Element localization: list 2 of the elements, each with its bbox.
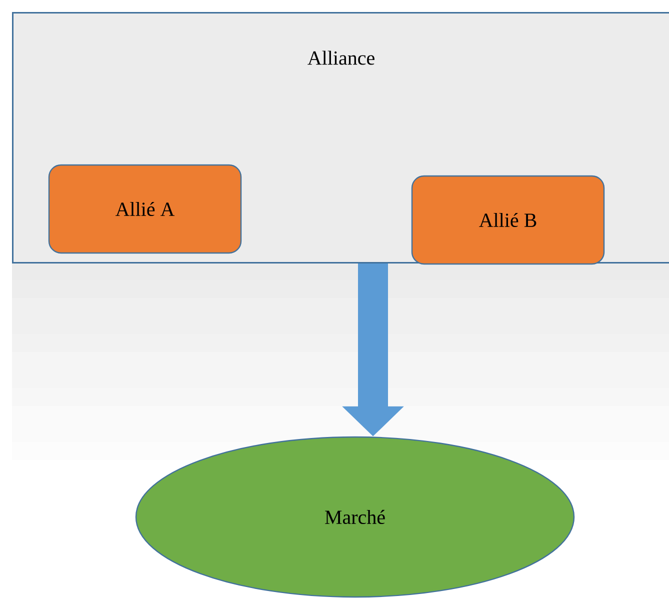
ally-box: Allié A xyxy=(48,164,242,254)
ally-box: Allié B xyxy=(411,175,605,265)
